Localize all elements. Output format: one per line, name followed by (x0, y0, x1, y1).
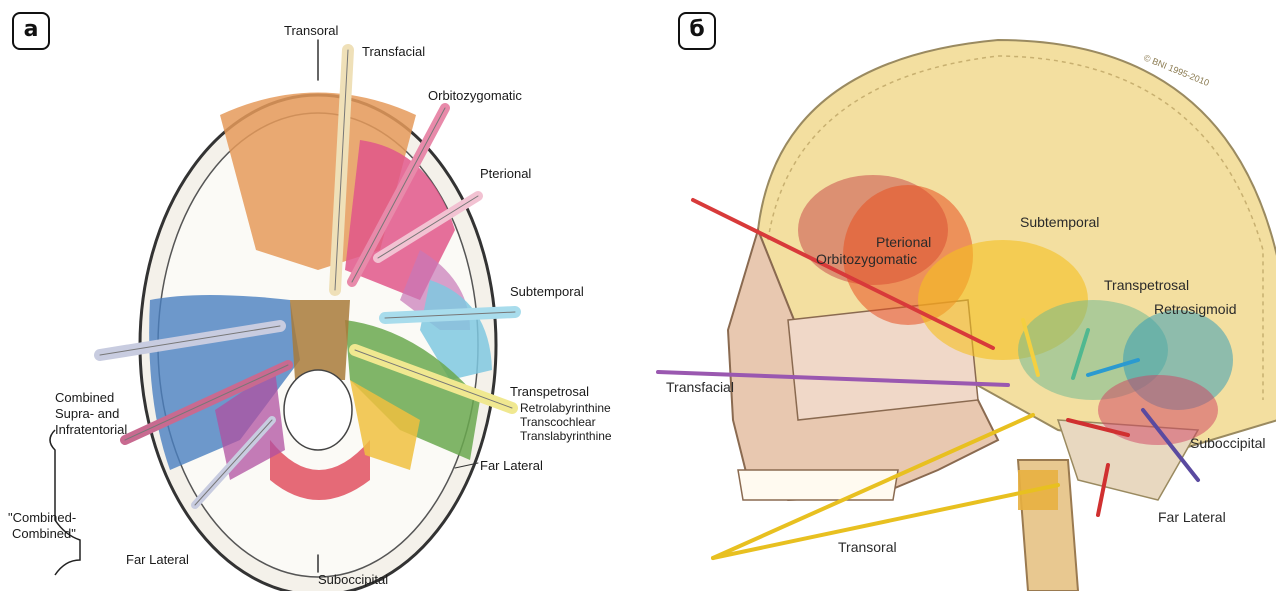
panel-a-skull-base-view: а (0, 0, 638, 591)
label-orbitozygomatic: Orbitozygomatic (428, 88, 522, 103)
label-subtemporal: Subtemporal (1020, 214, 1099, 230)
panel-b-badge: б (678, 12, 716, 50)
label-combined-3: Infratentorial (55, 422, 127, 437)
label-far-lateral-left: Far Lateral (126, 552, 189, 567)
label-suboccipital: Suboccipital (1190, 435, 1266, 451)
label-transoral: Transoral (284, 23, 339, 38)
panel-b-illustration: © BNI 1995-2010 Subtemporal Pterional Or… (638, 0, 1276, 591)
label-transcochlear: Transcochlear (520, 415, 596, 429)
combined-bracket (50, 430, 80, 575)
label-combined-2: Supra- and (55, 406, 119, 421)
label-combined-1: Combined (55, 390, 114, 405)
label-orbitozygomatic: Orbitozygomatic (816, 251, 917, 267)
label-far-lateral: Far Lateral (1158, 509, 1226, 525)
label-retrosigmoid: Retrosigmoid (1154, 301, 1236, 317)
label-transfacial: Transfacial (666, 379, 734, 395)
panel-a-badge: а (12, 12, 50, 50)
label-transpetrosal: Transpetrosal (510, 384, 589, 399)
label-subtemporal: Subtemporal (510, 284, 584, 299)
panel-a-illustration: Transoral Transfacial Orbitozygomatic Pt… (0, 0, 638, 591)
label-transfacial: Transfacial (362, 44, 425, 59)
panel-b-lateral-skull-view: б (638, 0, 1276, 591)
region-clivus (290, 300, 350, 380)
label-transoral: Transoral (838, 539, 897, 555)
label-pterional: Pterional (876, 234, 931, 250)
label-transpetrosal: Transpetrosal (1104, 277, 1189, 293)
label-combined-combined-2: Combined" (12, 526, 76, 541)
label-suboccipital: Suboccipital (318, 572, 388, 587)
label-retrolabyrinthine: Retrolabyrinthine (520, 401, 611, 415)
label-far-lateral-right: Far Lateral (480, 458, 543, 473)
label-pterional: Pterional (480, 166, 531, 181)
label-combined-combined-1: "Combined- (8, 510, 76, 525)
label-translabyrinthine: Translabyrinthine (520, 429, 612, 443)
